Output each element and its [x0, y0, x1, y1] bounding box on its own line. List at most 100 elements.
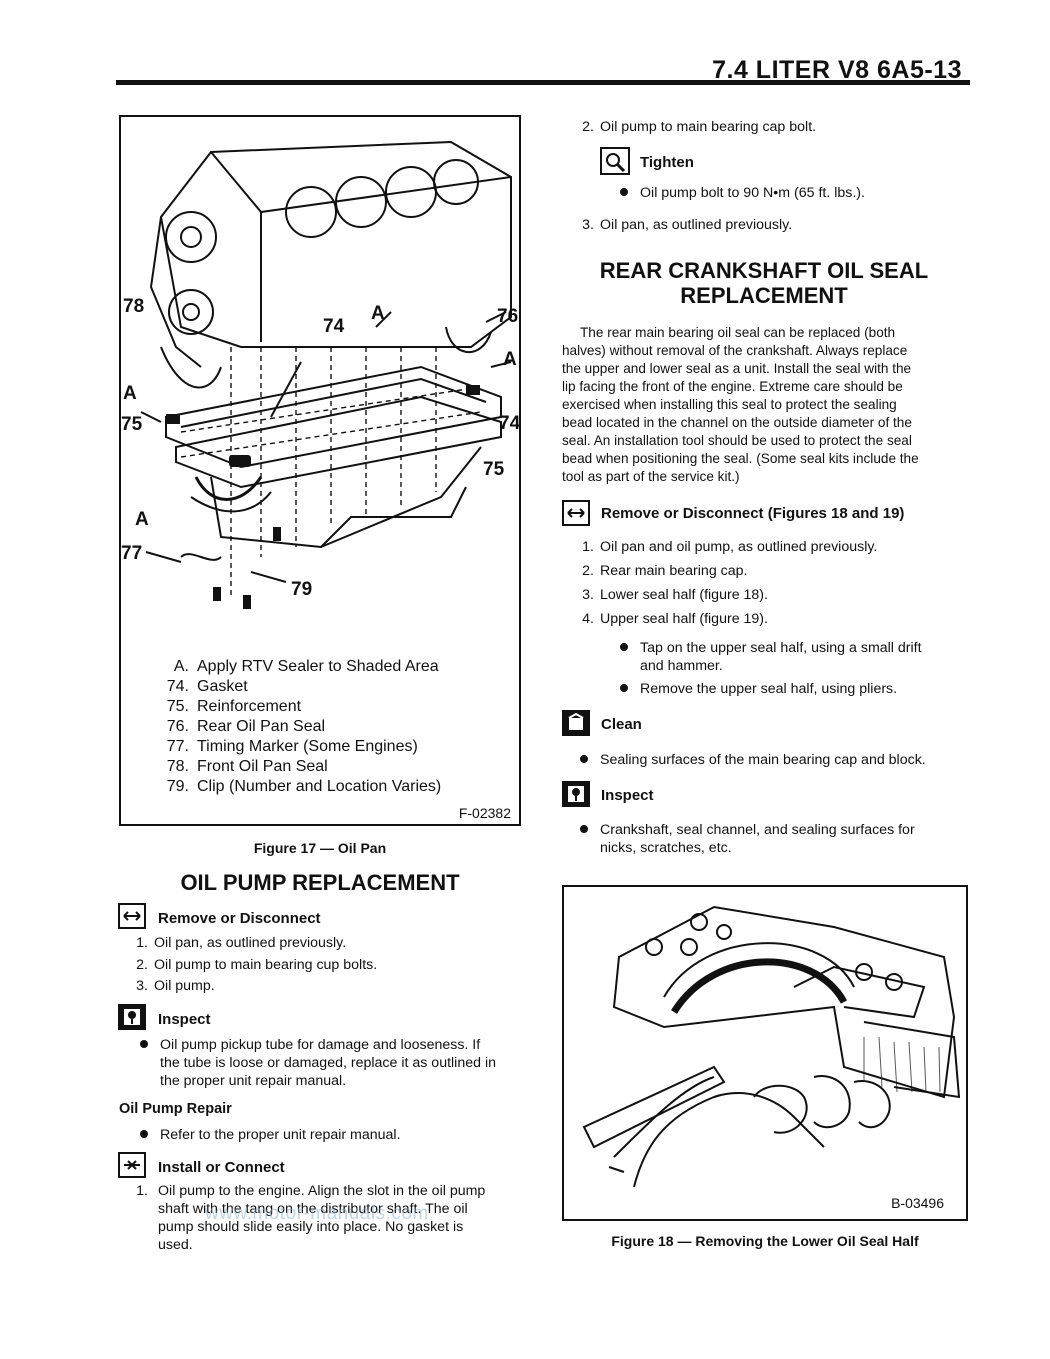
item-line: used. — [158, 1237, 193, 1253]
callout-75-left: 75 — [121, 414, 143, 435]
list-item: 3.Oil pan, as outlined previously. — [582, 217, 793, 233]
bullet-text: Oil pump pickup tube for damage and loos… — [160, 1036, 530, 1090]
para-line: tool as part of the service kit.) — [562, 469, 740, 484]
list-item-text: Lower seal half (figure 18). — [600, 587, 768, 603]
para-line: exercised when installing this seal to p… — [562, 397, 897, 412]
legend-row: 77. Timing Marker (Some Engines) — [151, 737, 441, 757]
para-line: halves) without removal of the crankshaf… — [562, 343, 908, 358]
callout-74-right: 74 — [499, 413, 519, 434]
legend-text: Gasket — [197, 678, 248, 695]
callout-77: 77 — [121, 543, 142, 564]
legend-text: Reinforcement — [197, 698, 302, 715]
list-item: 3.Lower seal half (figure 18). — [582, 587, 768, 603]
legend-key: 74. — [166, 678, 189, 695]
bullet-dot — [620, 188, 628, 196]
legend-text: Apply RTV Sealer to Shaded Area — [197, 658, 439, 675]
callout-a-left: A — [123, 383, 137, 404]
legend-row: 76. Rear Oil Pan Seal — [151, 717, 441, 737]
legend-row: 74. Gasket — [151, 677, 441, 697]
clean-label: Clean — [601, 716, 642, 733]
install-connect-icon — [118, 1152, 146, 1178]
list-item-text: Oil pan, as outlined previously. — [154, 935, 347, 951]
bullet-line: Remove the upper seal half, using pliers… — [640, 681, 898, 697]
bullet-line: Crankshaft, seal channel, and sealing su… — [600, 822, 915, 838]
callout-78: 78 — [123, 296, 144, 317]
inspect-label: Inspect — [158, 1011, 211, 1028]
clean-icon — [562, 710, 590, 736]
list-item-text: Oil pan and oil pump, as outlined previo… — [600, 539, 878, 555]
oil-pump-repair-heading: Oil Pump Repair — [119, 1101, 232, 1117]
callout-a-top: A — [371, 303, 385, 324]
figure-18-caption: Figure 18 — Removing the Lower Oil Seal … — [611, 1233, 919, 1249]
inspect-label: Inspect — [601, 787, 654, 804]
para-line: seal. An installation tool should be use… — [562, 433, 912, 448]
item-line: Oil pump to the engine. Align the slot i… — [158, 1183, 486, 1199]
remove-disconnect-label: Remove or Disconnect (Figures 18 and 19) — [601, 505, 905, 522]
bullet-dot — [140, 1040, 148, 1048]
list-item-text: Upper seal half (figure 19). — [600, 611, 768, 627]
callout-a-right: A — [503, 349, 517, 370]
para-line: the upper and lower seal as a unit. Inst… — [562, 361, 912, 376]
bullet-line: and hammer. — [640, 658, 723, 674]
oil-pan-exploded-illustration: 78 74 A 76 A A 75 74 75 A 77 79 — [121, 140, 519, 609]
bullet-line: the tube is loose or damaged, replace it… — [160, 1055, 496, 1071]
bullet-text: Sealing surfaces of the main bearing cap… — [600, 752, 926, 768]
remove-disconnect-label: Remove or Disconnect — [158, 910, 321, 927]
legend-key: 75. — [166, 698, 189, 715]
tighten-label: Tighten — [640, 154, 694, 171]
header-rule — [116, 80, 970, 85]
list-item: 2.Rear main bearing cap. — [582, 563, 748, 579]
legend-row: A.Apply RTV Sealer to Shaded Area — [151, 657, 441, 677]
list-item-text: Oil pump. — [154, 978, 215, 994]
para-line: bead when positioning the seal. (Some se… — [562, 451, 919, 466]
lower-oil-seal-removal-illustration — [582, 905, 961, 1187]
callout-79: 79 — [291, 579, 312, 600]
figure-17-legend: A.Apply RTV Sealer to Shaded Area 74. Gas… — [151, 657, 442, 797]
list-item-text: Oil pan, as outlined previously. — [600, 217, 793, 233]
heading-line: REAR CRANKSHAFT OIL SEAL — [599, 258, 929, 283]
item-line: pump should slide easily into place. No … — [158, 1219, 464, 1235]
list-item: 1. Oil pump to the engine. Align the slo… — [128, 1182, 524, 1254]
list-item: 4.Upper seal half (figure 19). — [582, 611, 768, 627]
legend-row: 78. Front Oil Pan Seal — [151, 757, 441, 777]
legend-text: Front Oil Pan Seal — [197, 758, 328, 775]
bullet-text: Oil pump bolt to 90 N•m (65 ft. lbs.). — [640, 185, 865, 201]
callout-74-top: 74 — [323, 316, 345, 337]
bullet-dot — [620, 643, 628, 651]
legend-key: 79. — [166, 778, 189, 795]
install-item-text: Oil pump to the engine. Align the slot i… — [158, 1182, 524, 1254]
list-item-text: Oil pump to main bearing cap bolt. — [600, 119, 817, 135]
bullet-dot — [580, 825, 588, 833]
bullet-dot — [620, 684, 628, 692]
tighten-icon — [600, 147, 630, 175]
oil-pump-replacement-heading: OIL PUMP REPLACEMENT — [180, 870, 460, 895]
bullet-line: nicks, scratches, etc. — [600, 840, 732, 856]
callout-76: 76 — [497, 306, 518, 327]
legend-text: Timing Marker (Some Engines) — [197, 738, 418, 755]
legend-key: 77. — [166, 738, 189, 755]
figure-18-code: B-03496 — [891, 1195, 944, 1211]
list-item: 1.Oil pan and oil pump, as outlined prev… — [582, 539, 878, 555]
bullet-line: the proper unit repair manual. — [160, 1073, 347, 1089]
bullet-line: Oil pump pickup tube for damage and loos… — [160, 1037, 481, 1053]
para-line: The rear main bearing oil seal can be re… — [580, 325, 896, 340]
callout-a-bottom: A — [135, 509, 149, 530]
inspect-icon — [118, 1004, 146, 1030]
figure-17-caption: Figure 17 — Oil Pan — [253, 840, 387, 856]
list-item: 2.Oil pump to main bearing cap bolt. — [582, 119, 817, 135]
legend-key: 76. — [166, 718, 189, 735]
legend-text: Rear Oil Pan Seal — [197, 718, 326, 735]
legend-row: 79. Clip (Number and Location Varies) — [151, 777, 442, 797]
legend-text: Clip (Number and Location Varies) — [197, 778, 442, 795]
bullet-text: Tap on the upper seal half, using a smal… — [640, 639, 970, 675]
legend-key: 78. — [166, 758, 189, 775]
remove-disconnect-icon — [562, 500, 590, 526]
figure-18-box: B-03496 — [562, 885, 968, 1221]
list-item-text: Rear main bearing cap. — [600, 563, 748, 579]
bullet-dot — [140, 1130, 148, 1138]
bullet-line: Tap on the upper seal half, using a smal… — [640, 640, 922, 656]
bullet-dot — [580, 755, 588, 763]
para-line: bead located in the channel on the outsi… — [562, 415, 912, 430]
para-line: lip facing the front of the engine. Extr… — [562, 379, 903, 394]
list-item: 1.Oil pan, as outlined previously. — [136, 935, 347, 951]
